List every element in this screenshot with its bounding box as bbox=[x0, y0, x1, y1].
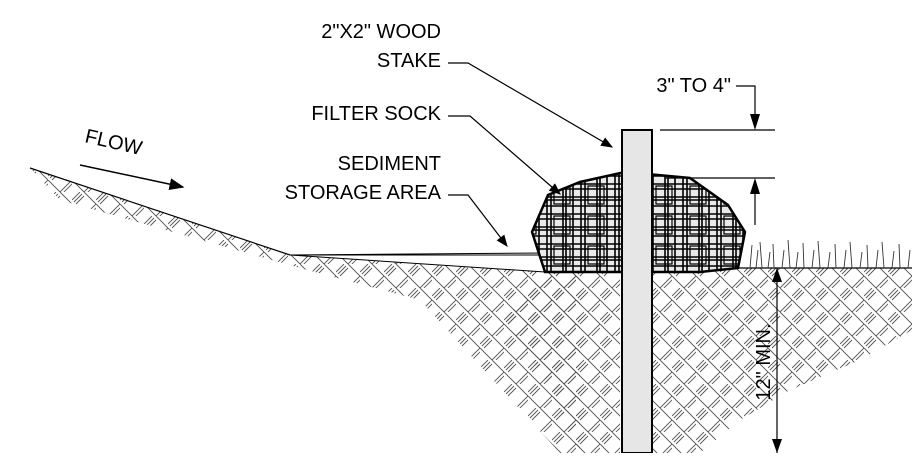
grass bbox=[749, 239, 911, 269]
dimension-top bbox=[660, 85, 775, 225]
dimension-depth-label: 12" MIN. bbox=[753, 323, 775, 400]
storage-label-line2: STORAGE AREA bbox=[285, 182, 442, 204]
stake-label-line1: 2"X2" WOOD bbox=[321, 21, 441, 43]
flow-label: FLOW bbox=[83, 125, 144, 159]
soil-left bbox=[29, 167, 580, 453]
soil-right bbox=[652, 267, 912, 453]
flow-arrow bbox=[79, 164, 185, 191]
dimension-top-label: 3" TO 4" bbox=[656, 75, 731, 97]
storage-label-line1: SEDIMENT bbox=[338, 153, 441, 175]
leaders bbox=[448, 62, 614, 247]
soil-trench bbox=[505, 268, 620, 453]
wood-stake bbox=[621, 129, 653, 454]
sock-label: FILTER SOCK bbox=[311, 103, 441, 125]
stake-label-line2: STAKE bbox=[377, 50, 441, 72]
